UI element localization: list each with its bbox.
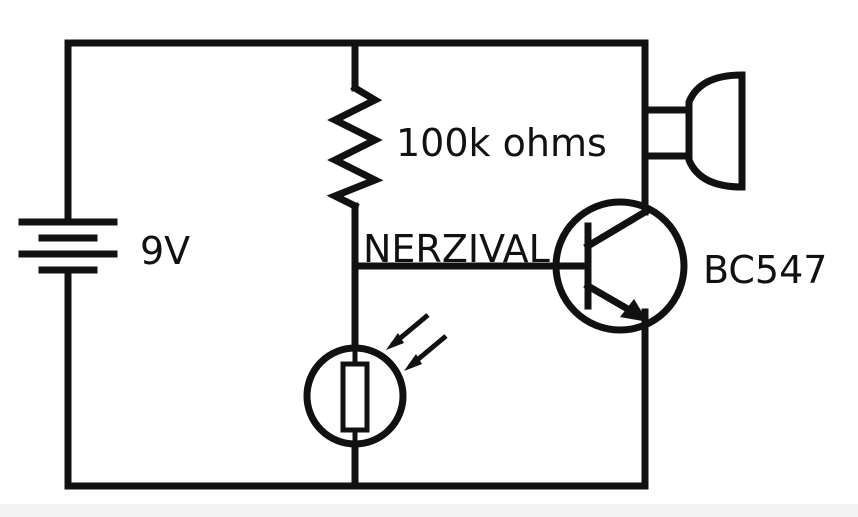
transistor-label: BC547 [703,248,827,292]
emitter-arrowhead [620,299,648,322]
speaker-cone [685,71,746,191]
ldr-symbol [303,313,448,448]
light-arrowhead-2 [404,354,422,371]
speaker-body [641,106,693,160]
resistor-zigzag [326,83,384,211]
divider-branch [326,39,384,490]
transistor-circle [552,198,688,334]
bottom-band [0,504,858,517]
transistor-symbol [552,198,688,334]
speaker-symbol [641,71,746,191]
ldr-body [340,361,370,433]
battery-symbol [18,218,118,274]
battery-label: 9V [140,229,190,273]
light-arrowhead-1 [386,333,404,350]
transistor-collector [583,207,650,251]
node-label: NERZIVAL [363,227,550,271]
resistor-label: 100k ohms [396,121,607,165]
